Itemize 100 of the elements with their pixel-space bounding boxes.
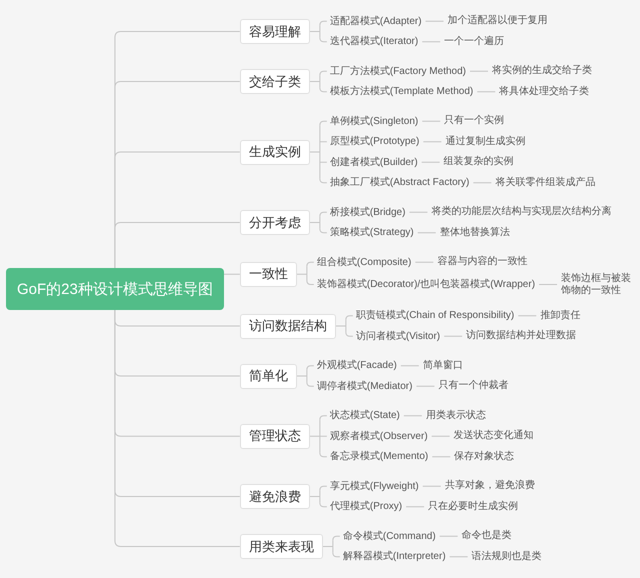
bracket-line [309, 24, 320, 38]
pattern-description: 将具体处理交给子类 [499, 86, 590, 98]
pattern-description: 保存对象状态 [454, 450, 514, 463]
pattern-description: 装饰边框与被装饰物的一致性 [561, 272, 638, 296]
branch-line [319, 228, 328, 234]
branch-line [332, 552, 340, 558]
branch-line [306, 365, 314, 370]
bracket-line [296, 369, 308, 383]
bracket-line [296, 266, 308, 281]
bracket-line [322, 540, 334, 554]
pattern-description: 将关联零件组装成产品 [495, 176, 596, 189]
pattern-description: 语法规则也是类 [472, 550, 542, 563]
pattern-description: 容器与内容的一致性 [437, 256, 528, 268]
connector-line [444, 336, 463, 337]
connector-line [518, 315, 537, 316]
branch-line [319, 120, 328, 126]
pattern-description: 将类的功能层次结构与实现层次结构分离 [431, 206, 612, 218]
pattern-name: 策略模式(Strategy) [330, 226, 414, 240]
connector-line [538, 284, 558, 285]
pattern-description: 只有一个仲裁者 [438, 380, 508, 392]
pattern-description: 一个一个遍历 [444, 36, 504, 48]
connector-line [422, 120, 441, 122]
pattern-name: 享元模式(Flyweight) [330, 480, 419, 493]
connector-line [422, 141, 442, 142]
bracket-line [335, 319, 346, 333]
pattern-description: 将实例的生成交给子类 [492, 65, 592, 78]
branch-line [306, 382, 314, 387]
pattern-name: 原型模式(Prototype) [330, 135, 420, 148]
branch-line [319, 178, 328, 184]
pattern-description: 命令也是类 [462, 530, 512, 542]
branch-line [319, 141, 328, 142]
pattern-name: 创建者模式(Builder) [330, 156, 418, 169]
pattern-description: 发送状态变化通知 [454, 430, 534, 442]
branch-line [306, 262, 314, 267]
connector-line [414, 262, 434, 263]
pattern-description: 只有一个实例 [444, 115, 504, 128]
topic-box: 分开考虑 [240, 210, 310, 235]
pattern-name: 装饰器模式(Decorator)/也叫包装器模式(Wrapper) [316, 278, 536, 291]
pattern-name: 备忘录模式(Memento) [330, 450, 428, 464]
pattern-description: 访问数据结构并处理数据 [466, 330, 576, 342]
connector-line [400, 365, 420, 366]
pattern-description: 通过复制生成实例 [445, 136, 526, 148]
pattern-description: 只在必要时生成实例 [428, 500, 518, 513]
pattern-name: 访问者模式(Visitor) [356, 330, 440, 343]
topic-box: 一致性 [240, 262, 297, 287]
branch-line [319, 502, 328, 508]
branch-line [306, 280, 314, 285]
branch-line [319, 212, 328, 217]
branch-line [319, 452, 328, 458]
pattern-name: 桥接模式(Bridge) [330, 206, 406, 219]
branch-line [332, 536, 340, 541]
bracket-line [309, 216, 320, 230]
connector-line [406, 506, 425, 508]
branch-line [319, 70, 328, 76]
pattern-name: 模板方法模式(Template Method) [330, 85, 474, 98]
connector-line [421, 162, 440, 163]
connector-line [439, 536, 458, 537]
branch-line [319, 162, 328, 163]
bracket-line [309, 124, 320, 180]
branch-line [319, 37, 328, 42]
connector-line [416, 386, 435, 387]
topic-box: 简单化 [240, 364, 297, 388]
topic-box: 避免浪费 [240, 484, 310, 509]
pattern-name: 工厂方法模式(Factory Method) [330, 64, 466, 78]
bracket-line [309, 419, 320, 454]
topic-box: 访问数据结构 [240, 314, 336, 338]
pattern-name: 职责链模式(Chain of Responsibility) [356, 309, 514, 322]
pattern-description: 用类表示状态 [426, 410, 486, 422]
branch-line [319, 87, 328, 92]
connector-line [422, 486, 442, 487]
connector-line [431, 436, 450, 437]
connector-line [470, 70, 488, 72]
pattern-name: 单例模式(Singleton) [330, 114, 418, 128]
pattern-name: 调停者模式(Mediator) [316, 380, 412, 393]
pattern-name: 适配器模式(Adapter) [330, 14, 422, 28]
branch-line [319, 20, 328, 26]
pattern-name: 状态模式(State) [330, 409, 400, 422]
connector-line [432, 456, 451, 458]
pattern-name: 观察者模式(Observer) [330, 430, 428, 443]
pattern-name: 代理模式(Proxy) [330, 500, 402, 514]
branch-line [345, 332, 354, 337]
connector-line [408, 212, 428, 213]
connector-line [425, 20, 444, 22]
pattern-name: 解释器模式(Interpreter) [342, 550, 446, 564]
pattern-name: 命令模式(Command) [342, 530, 436, 543]
bracket-line [309, 74, 320, 88]
connector-line [417, 232, 436, 234]
bracket-line [309, 490, 320, 504]
branch-line [319, 486, 328, 491]
branch-line [114, 222, 240, 268]
pattern-name: 外观模式(Facade) [316, 359, 397, 372]
pattern-name: 组合模式(Composite) [316, 256, 412, 269]
pattern-description: 组装复杂的实例 [444, 156, 514, 168]
topic-box: 交给子类 [240, 69, 310, 94]
pattern-description: 简单窗口 [422, 360, 463, 372]
pattern-description: 加个适配器以便于复用 [448, 15, 548, 28]
connector-line [472, 182, 492, 184]
topic-box: 用类来表现 [240, 534, 323, 559]
topic-box: 生成实例 [240, 140, 310, 164]
topic-box: 管理状态 [240, 424, 310, 449]
